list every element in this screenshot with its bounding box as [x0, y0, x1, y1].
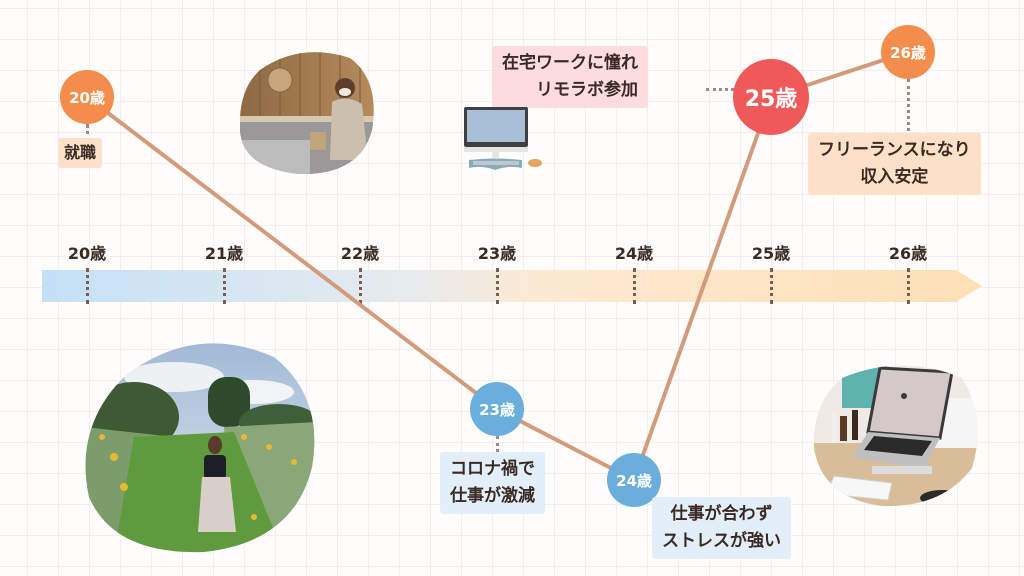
note-24-line1: 仕事が合わず — [670, 504, 773, 524]
note-26-line2: 収入安定 — [860, 167, 929, 187]
desktop-computer-icon — [464, 107, 542, 170]
note-26-line1: フリーランスになり — [818, 140, 971, 160]
tick-24 — [633, 268, 636, 304]
connector-20 — [86, 124, 89, 142]
node-age-25: 25歳 — [733, 59, 809, 135]
note-26-freelance: フリーランスになり 収入安定 — [808, 133, 981, 195]
tick-23 — [496, 268, 499, 304]
tick-26 — [907, 268, 910, 304]
year-label-24: 24歳 — [614, 244, 654, 263]
tick-21 — [223, 268, 226, 304]
tick-25 — [770, 268, 773, 304]
tick-22 — [359, 268, 362, 304]
note-24-line2: ストレスが強い — [662, 531, 781, 551]
year-label-25: 25歳 — [751, 244, 791, 263]
note-25-line2: リモラボ参加 — [536, 80, 638, 100]
node-age-23: 23歳 — [470, 382, 524, 436]
sunflower-field-photo — [85, 343, 315, 553]
year-label-26: 26歳 — [888, 244, 928, 263]
timeline-arrow-tip — [956, 270, 982, 302]
year-label-23: 23歳 — [477, 244, 517, 263]
note-25-remote-work: 在宅ワークに憧れ リモラボ参加 — [492, 46, 648, 108]
node-age-26: 26歳 — [881, 25, 935, 79]
note-20-employment: 就職 — [58, 138, 103, 168]
note-23-covid: コロナ禍で 仕事が激減 — [440, 452, 545, 514]
note-20-line1: 就職 — [64, 143, 97, 162]
timeline-bar — [42, 270, 956, 302]
connector-23 — [496, 436, 499, 452]
year-label-22: 22歳 — [340, 244, 380, 263]
shrine-photo — [240, 52, 374, 175]
tick-20 — [86, 268, 89, 304]
connector-25 — [706, 88, 734, 91]
laptop-desk-photo — [813, 365, 978, 507]
year-label-20: 20歳 — [67, 244, 107, 263]
note-23-line1: コロナ禍で — [450, 459, 535, 479]
node-age-20: 20歳 — [60, 70, 114, 124]
note-23-line2: 仕事が激減 — [450, 486, 535, 506]
note-24-stress: 仕事が合わず ストレスが強い — [652, 497, 791, 559]
connector-26 — [907, 79, 910, 131]
note-25-line1: 在宅ワークに憧れ — [502, 53, 638, 73]
year-label-21: 21歳 — [204, 244, 244, 263]
